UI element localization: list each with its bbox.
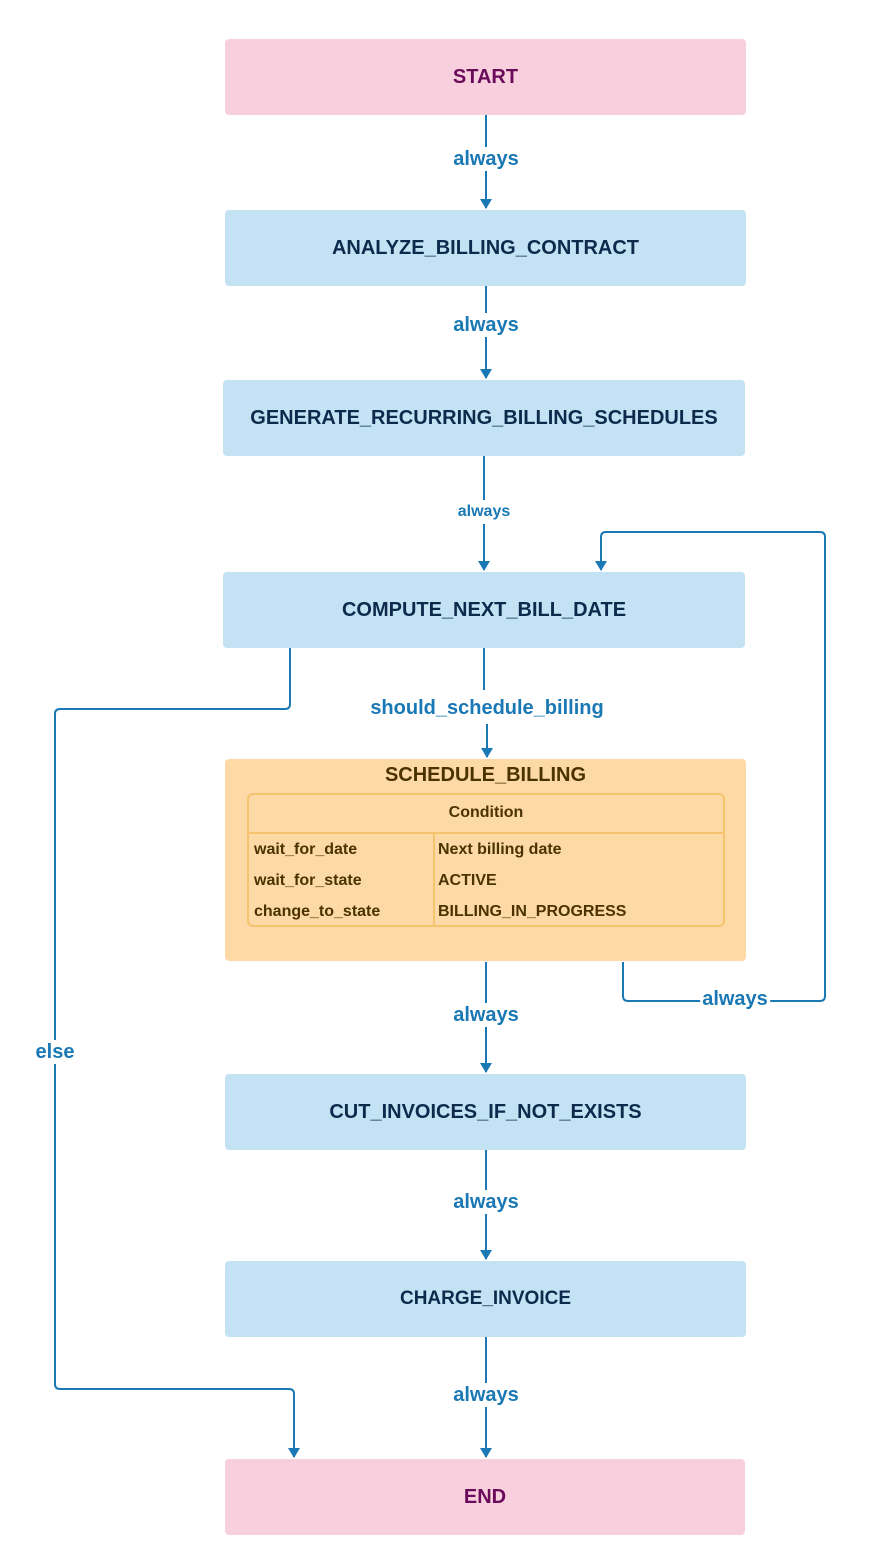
- edge-label-compute-end-else: else: [33, 1040, 77, 1064]
- charge-invoice-node: CHARGE_INVOICE: [225, 1261, 746, 1337]
- edge-compute-schedule: [484, 648, 487, 757]
- end-node: END: [225, 1459, 745, 1535]
- start-node: START: [225, 39, 746, 115]
- condition-key: wait_for_state: [254, 872, 362, 889]
- edge-label-generate-compute: always: [455, 500, 513, 524]
- condition-table-header: Condition: [249, 795, 723, 834]
- compute-next-bill-date-node: COMPUTE_NEXT_BILL_DATE: [223, 572, 745, 648]
- cut-invoices-if-not-exists-node: CUT_INVOICES_IF_NOT_EXISTS: [225, 1074, 746, 1150]
- schedule-billing-title: SCHEDULE_BILLING: [384, 764, 587, 786]
- condition-row: wait_for_date Next billing date: [249, 834, 723, 865]
- edge-schedule-loop: [595, 531, 826, 1002]
- edge-label-schedule-cut: always: [451, 1003, 521, 1027]
- condition-table-divider: [433, 834, 435, 925]
- edge-label-schedule-loop: always: [700, 987, 770, 1011]
- condition-value: Next billing date: [438, 841, 562, 858]
- generate-recurring-billing-schedules-node: GENERATE_RECURRING_BILLING_SCHEDULES: [223, 380, 745, 456]
- condition-key: wait_for_date: [254, 841, 358, 858]
- condition-table-body: wait_for_date Next billing date wait_for…: [249, 834, 723, 925]
- edge-label-start-analyze: always: [451, 147, 521, 171]
- condition-value: BILLING_IN_PROGRESS: [438, 903, 627, 920]
- edge-label-cut-charge: always: [451, 1190, 521, 1214]
- condition-row: wait_for_state ACTIVE: [249, 865, 723, 896]
- analyze-billing-contract-node: ANALYZE_BILLING_CONTRACT: [225, 210, 746, 286]
- condition-value: ACTIVE: [438, 872, 497, 889]
- edge-label-compute-schedule: should_schedule_billing: [368, 696, 606, 720]
- condition-key: change_to_state: [254, 903, 381, 920]
- edge-label-analyze-generate: always: [451, 313, 521, 337]
- condition-table: Condition wait_for_date Next billing dat…: [247, 793, 725, 927]
- edge-label-charge-end: always: [451, 1383, 521, 1407]
- schedule-billing-node: SCHEDULE_BILLING Condition wait_for_date…: [225, 759, 746, 961]
- condition-row: change_to_state BILLING_IN_PROGRESS: [249, 896, 723, 927]
